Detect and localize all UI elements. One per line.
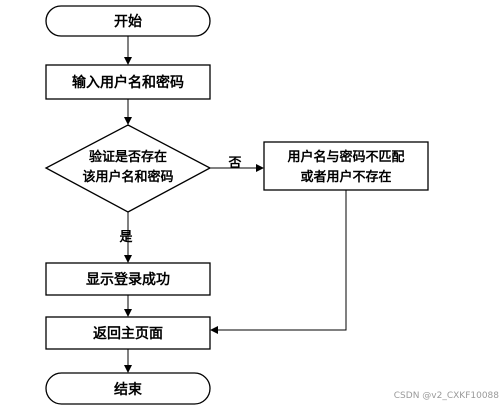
decision-label-line1: 验证是否存在 (89, 149, 167, 165)
login-success-node (45, 262, 211, 296)
login-success-label: 显示登录成功 (86, 271, 170, 288)
error-label-line2: 或者用户不存在 (300, 169, 391, 185)
input-credentials-node (45, 64, 211, 100)
yes-branch-label: 是 (118, 230, 133, 245)
error-message-node (263, 141, 429, 191)
csdn-watermark: CSDN @v2_CXKF10088 (393, 391, 499, 401)
end-node (45, 372, 211, 405)
decision-label-line2: 该用户名和密码 (82, 169, 173, 185)
return-home-label: 返回主页面 (93, 325, 163, 342)
return-home-node (45, 316, 211, 350)
verify-decision-node (44, 124, 212, 213)
arrow-error-to-home (210, 190, 347, 334)
end-label: 结束 (114, 381, 143, 398)
input-credentials-label: 输入用户名和密码 (72, 74, 184, 91)
no-branch-label: 否 (227, 156, 241, 171)
error-label-line1: 用户名与密码不匹配 (286, 149, 404, 165)
start-label: 开始 (114, 13, 142, 30)
